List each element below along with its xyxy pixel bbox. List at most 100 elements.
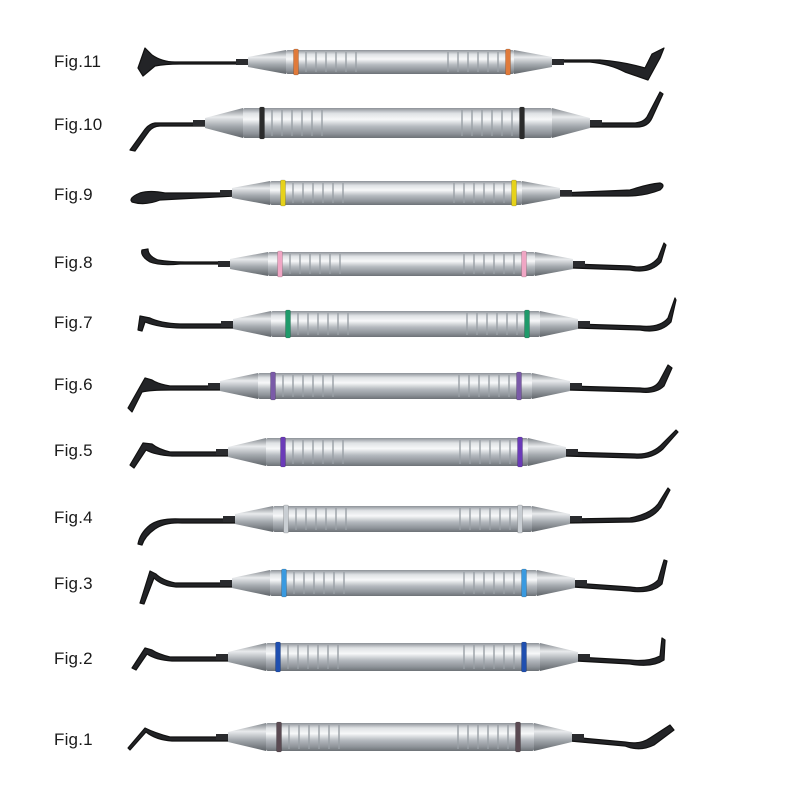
handle-cone-left xyxy=(228,643,266,671)
instrument-fig-8 xyxy=(141,242,667,278)
shank-right xyxy=(573,580,587,586)
shank-left xyxy=(220,580,234,586)
color-ring-left xyxy=(281,568,287,598)
shank-left xyxy=(216,734,230,740)
color-ring-left xyxy=(259,106,265,140)
color-ring-left xyxy=(280,436,286,468)
handle-cone-left xyxy=(248,50,286,74)
working-tip-right xyxy=(567,487,671,524)
fig-label-6: Fig.6 xyxy=(54,375,93,394)
color-ring-left xyxy=(276,721,282,753)
handle-cone-left xyxy=(228,438,266,466)
handle-cone-left xyxy=(233,311,271,337)
working-tip-right xyxy=(569,724,675,750)
working-tip-left xyxy=(130,190,236,205)
color-ring-right xyxy=(519,106,525,140)
working-tip-right xyxy=(574,297,677,332)
instrument-fig-3 xyxy=(139,559,668,605)
color-ring-left xyxy=(275,641,281,673)
working-tip-right xyxy=(563,429,679,459)
fig-label-7: Fig.7 xyxy=(54,313,93,332)
color-ring-right xyxy=(524,309,530,339)
shank-left xyxy=(193,120,207,126)
handle-body xyxy=(266,723,534,751)
color-ring-left xyxy=(293,48,299,76)
color-ring-left xyxy=(277,250,283,278)
color-ring-right xyxy=(505,48,511,76)
handle-cone-right xyxy=(532,373,570,399)
handle-cone-left xyxy=(205,108,243,138)
color-ring-right xyxy=(516,371,522,401)
instrument-fig-2 xyxy=(131,637,666,673)
shank-left xyxy=(216,654,230,660)
handle-cone-right xyxy=(552,108,590,138)
working-tip-right xyxy=(559,182,664,197)
working-tip-right xyxy=(567,364,673,393)
fig-label-10: Fig.10 xyxy=(54,115,103,134)
handle-cone-left xyxy=(232,570,270,596)
instrument-fig-6 xyxy=(127,364,673,413)
shank-right xyxy=(588,120,602,126)
working-tip-left xyxy=(127,727,231,751)
fig-label-2: Fig.2 xyxy=(54,649,93,668)
shank-right xyxy=(570,734,584,740)
handle-cone-left xyxy=(230,252,268,276)
handle-body xyxy=(258,373,532,399)
shank-left xyxy=(223,516,237,522)
handle-cone-right xyxy=(522,181,560,205)
handle-body xyxy=(270,570,537,596)
color-ring-right xyxy=(521,641,527,673)
handle-body xyxy=(268,252,535,276)
shank-left xyxy=(218,261,232,267)
working-tip-left xyxy=(131,647,231,671)
color-ring-left xyxy=(270,371,276,401)
working-tip-left xyxy=(137,518,238,546)
instrument-fig-9 xyxy=(130,179,664,207)
shank-left xyxy=(221,321,235,327)
fig-label-4: Fig.4 xyxy=(54,508,93,527)
handle-cone-left xyxy=(235,506,273,532)
color-ring-right xyxy=(515,721,521,753)
color-ring-right xyxy=(521,568,527,598)
shank-right xyxy=(558,190,572,196)
instrument-fig-5 xyxy=(129,429,679,469)
instrument-fig-7 xyxy=(137,297,677,339)
handle-body xyxy=(271,311,540,337)
handle-body xyxy=(266,438,528,466)
handle-cone-right xyxy=(535,252,573,276)
shank-left xyxy=(216,449,230,455)
shank-right xyxy=(576,654,590,660)
working-tip-left xyxy=(129,122,210,152)
shank-right xyxy=(564,449,578,455)
working-tip-right xyxy=(550,47,665,81)
handle-cone-right xyxy=(537,570,575,596)
handle-cone-right xyxy=(540,643,578,671)
handle-cone-right xyxy=(514,50,552,74)
color-ring-left xyxy=(280,179,286,207)
handle-cone-right xyxy=(532,506,570,532)
working-tip-left xyxy=(137,315,236,332)
working-tip-right xyxy=(571,242,667,272)
color-ring-left xyxy=(285,309,291,339)
handle-cone-left xyxy=(220,373,258,399)
shank-left xyxy=(220,190,234,196)
working-tip-left xyxy=(127,377,224,413)
color-ring-right xyxy=(517,504,523,534)
working-tip-left xyxy=(139,570,235,605)
shank-left xyxy=(236,59,250,65)
color-ring-right xyxy=(517,436,523,468)
fig-label-8: Fig.8 xyxy=(54,253,93,272)
instrument-fig-1 xyxy=(127,721,675,753)
fig-label-9: Fig.9 xyxy=(54,185,93,204)
working-tip-left xyxy=(129,442,231,469)
color-ring-right xyxy=(511,179,517,207)
shank-left xyxy=(208,383,222,389)
handle-cone-right xyxy=(534,723,572,751)
fig-label-5: Fig.5 xyxy=(54,441,93,460)
shank-right xyxy=(550,59,564,65)
color-ring-left xyxy=(283,504,289,534)
working-tip-right xyxy=(572,559,668,593)
shank-right xyxy=(568,383,582,389)
fig-label-11: Fig.11 xyxy=(54,52,102,71)
